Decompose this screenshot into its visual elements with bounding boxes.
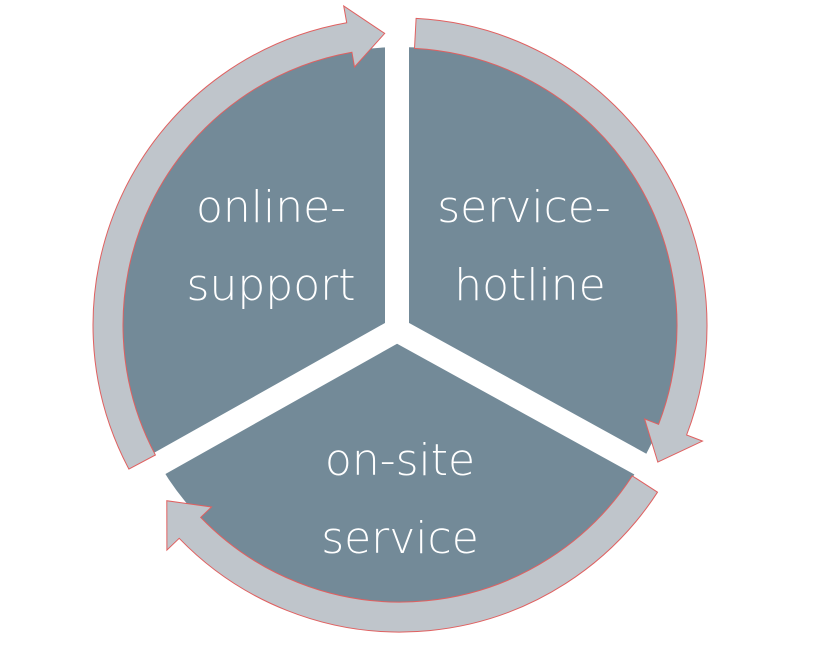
segment-label: service- [437, 182, 611, 233]
segment-online-support: online- support [187, 182, 356, 311]
segment-label: online- [196, 182, 346, 233]
segment-label: support [187, 260, 356, 311]
cycle-arrow-1 [92, 4, 386, 470]
segment-label: hotline [454, 260, 605, 311]
cycle-arrow-3 [166, 475, 659, 633]
segment-label: on-site [325, 435, 475, 486]
cycle-arrows [92, 4, 708, 633]
segment-label: service [321, 513, 479, 564]
cycle-arrow-2 [413, 17, 708, 463]
segment-service-hotline: service- hotline [437, 182, 611, 311]
gap-left [94, 319, 403, 508]
segment-on-site-service: on-site service [321, 435, 479, 564]
gap-right [391, 319, 706, 508]
pie [94, 0, 706, 603]
